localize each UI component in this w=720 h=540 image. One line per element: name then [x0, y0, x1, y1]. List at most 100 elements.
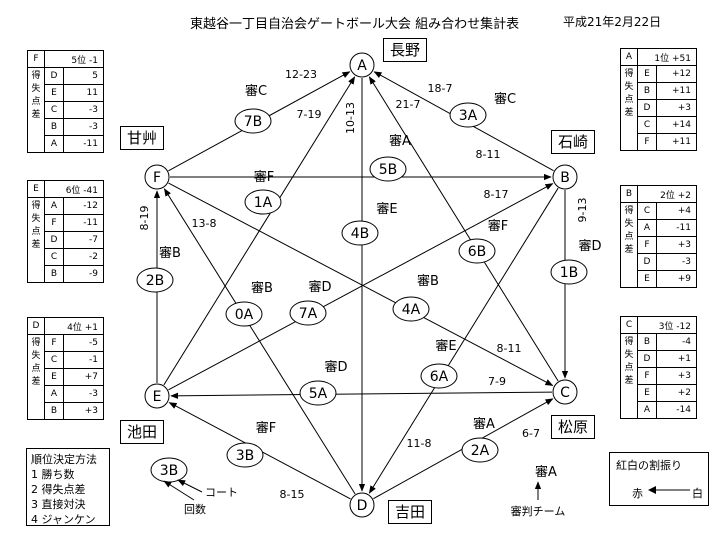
standings-diff: +11 [656, 133, 697, 151]
standings-total: -12 [676, 321, 691, 332]
referee-label: 審F [488, 219, 508, 234]
team-node-a [349, 52, 375, 78]
court-label: 7A [299, 306, 318, 322]
standings-diff: +3 [656, 236, 697, 254]
standings-opponent: B [637, 82, 657, 100]
standings-opponent: E [637, 65, 657, 83]
court-label: 7B [244, 114, 263, 130]
court-oval [299, 380, 337, 406]
legend-court-sample: 3B [160, 463, 179, 479]
court-oval [461, 437, 499, 463]
match-score: 18-7 [428, 82, 453, 95]
standings-diff: -11 [656, 219, 697, 237]
standings-team: B [620, 185, 638, 203]
standings-diff: +7 [63, 368, 104, 386]
team-node-label: F [153, 170, 161, 186]
standings-opponent: F [637, 133, 657, 151]
standings-opponent: B [44, 402, 64, 420]
standings-diff: -12 [63, 197, 104, 215]
referee-label: 審C [245, 84, 267, 99]
match-score: 12-23 [285, 68, 317, 81]
point-diff-label: 得失点差 [27, 197, 45, 283]
standings-diff: +3 [656, 99, 697, 117]
standings-opponent: F [44, 334, 64, 352]
court-oval [234, 108, 272, 134]
legend-court-label: コート [205, 486, 238, 499]
match-arrow [368, 76, 559, 382]
team-box-f: 甘艸 [120, 126, 165, 150]
match-score: 21-7 [396, 98, 421, 111]
referee-label: 審D [578, 239, 601, 254]
standings-diff: +14 [656, 116, 697, 134]
referee-label: 審B [417, 274, 439, 289]
referee-label: 審F [254, 170, 274, 185]
standings-opponent: B [44, 265, 64, 283]
standings-total: +51 [672, 53, 691, 64]
standings-diff: -7 [63, 231, 104, 249]
legend-referee-team-label: 審判チーム [511, 504, 566, 518]
match-arrow [168, 182, 554, 386]
standings-diff: +3 [63, 402, 104, 420]
red-white-split-box: 紅白の割振り 赤 白 [609, 452, 709, 506]
team-node-c [552, 379, 578, 405]
court-oval [225, 301, 263, 327]
court-oval [420, 363, 458, 389]
court-label: 5B [379, 162, 398, 178]
team-node-label: A [357, 58, 367, 74]
standings-rank: 1位 [654, 53, 670, 64]
standings-opponent: A [44, 135, 64, 153]
team-name-a: 長野 [390, 41, 421, 59]
match-arrow [368, 187, 559, 494]
match-arrow [170, 391, 553, 399]
standings-opponent: B [44, 118, 64, 136]
page-title: 東越谷一丁目自治会ゲートボール大会 組み合わせ集計表 [190, 17, 520, 32]
court-label: 6A [430, 369, 449, 385]
court-label: 2B [146, 273, 165, 289]
standings-opponent: A [44, 385, 64, 403]
standings-opponent: F [637, 367, 657, 385]
court-oval [449, 102, 487, 128]
point-diff-label: 得失点差 [27, 67, 45, 153]
standings-diff: 11 [63, 84, 104, 102]
team-node-label: C [560, 385, 570, 401]
match-score: 10-13 [344, 102, 357, 134]
court-label: 6B [468, 244, 487, 260]
referee-label: 審A [473, 417, 495, 432]
standings-opponent: C [44, 351, 64, 369]
standings-diff: -4 [656, 333, 697, 351]
standings-diff: +2 [656, 384, 697, 402]
team-name-d: 吉田 [395, 503, 426, 521]
court-label: 3A [459, 108, 478, 124]
team-node-d [349, 492, 375, 518]
standings-team: F [27, 50, 45, 68]
standings-team: E [27, 180, 45, 198]
standings-diff: -1 [63, 351, 104, 369]
court-oval [550, 259, 588, 285]
standings-opponent: E [637, 270, 657, 288]
standings-opponent: D [637, 253, 657, 271]
standings-opponent: D [637, 350, 657, 368]
legend-round-label: 回数 [184, 503, 206, 516]
ranking-method-item: 2 得失点差 [31, 483, 86, 496]
standings-opponent: C [637, 116, 657, 134]
standings-opponent: E [44, 84, 64, 102]
team-name-e: 池田 [127, 423, 158, 441]
page-date: 平成21年2月22日 [563, 15, 662, 29]
standings-diff: +1 [656, 350, 697, 368]
court-oval [136, 267, 174, 293]
standings-opponent: E [637, 384, 657, 402]
standings-diff: +4 [656, 202, 697, 220]
point-diff-label: 得失点差 [27, 334, 45, 420]
standings-opponent: C [44, 101, 64, 119]
standings-rank: 2位 [660, 190, 675, 201]
referee-label: 審F [256, 421, 276, 436]
point-diff-label: 得失点差 [620, 202, 638, 288]
court-oval [226, 442, 264, 468]
match-score: 9-13 [576, 198, 589, 223]
standings-diff: -3 [63, 385, 104, 403]
standings-diff: -3 [656, 253, 697, 271]
team-node-b [552, 164, 578, 190]
team-name-c: 松原 [558, 418, 589, 436]
